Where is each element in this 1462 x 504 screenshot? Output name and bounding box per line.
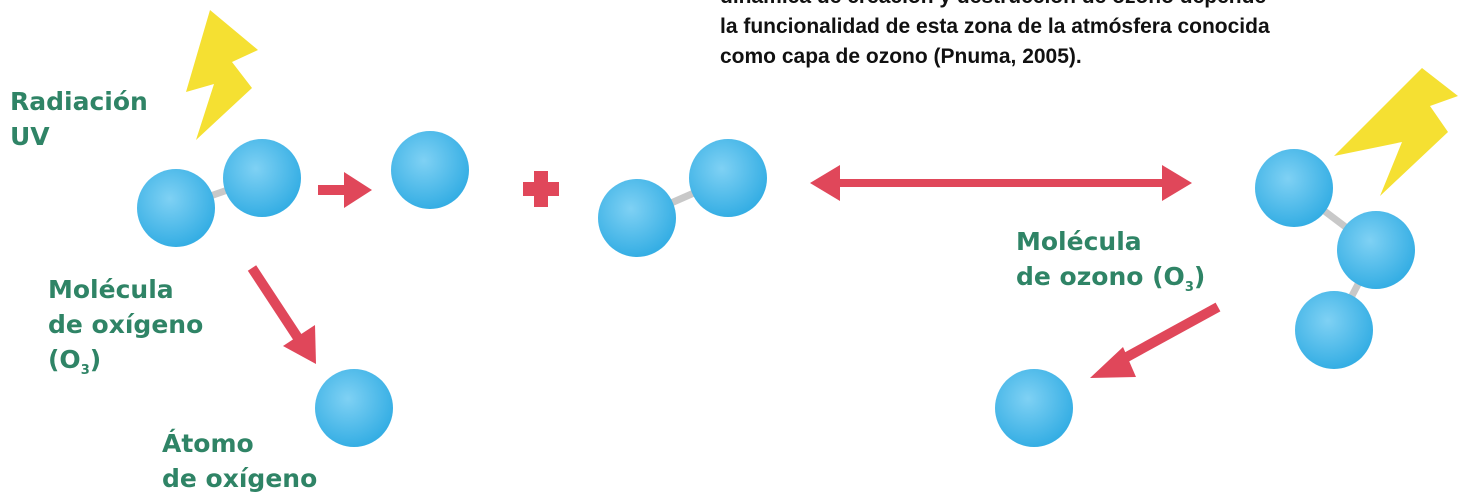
- description-line: dinámica de creación y destrucción de oz…: [720, 0, 1420, 12]
- arrow-icon: [1090, 302, 1221, 378]
- formula: (O3): [48, 345, 102, 378]
- ozone-molecule-label: Molécula de ozono (O3): [1016, 224, 1205, 294]
- label-line: Radiación: [10, 87, 148, 116]
- oxygen-atom: [1295, 291, 1373, 369]
- description-line: la funcionalidad de esta zona de la atmó…: [720, 15, 1270, 38]
- oxygen-atom: [1337, 211, 1415, 289]
- arrow-icon: [318, 172, 372, 208]
- label-line: UV: [10, 122, 50, 151]
- label-line: de oxígeno: [48, 310, 204, 339]
- oxygen-atom: [315, 369, 393, 447]
- label-line: Átomo: [162, 429, 254, 458]
- oxygen-atom-label: Átomo de oxígeno: [162, 426, 317, 496]
- description-line: como capa de ozono (Pnuma, 2005).: [720, 45, 1082, 68]
- arrow-icon: [247, 265, 316, 364]
- formula: de ozono (O3): [1016, 262, 1206, 295]
- oxygen-molecule-label: Molécula de oxígeno (O3): [48, 272, 203, 377]
- oxygen-atom: [598, 179, 676, 257]
- lightning-icon: [1334, 68, 1458, 196]
- oxygen-atom: [391, 131, 469, 209]
- oxygen-atom: [689, 139, 767, 217]
- label-line: Molécula: [48, 275, 174, 304]
- label-line: Molécula: [1016, 227, 1142, 256]
- oxygen-atom: [995, 369, 1073, 447]
- oxygen-atom: [223, 139, 301, 217]
- oxygen-atom: [137, 169, 215, 247]
- label-line: de oxígeno: [162, 464, 318, 493]
- double-arrow-icon: [810, 165, 1192, 201]
- plus-icon: [523, 171, 559, 207]
- lightning-icon: [186, 10, 258, 140]
- uv-radiation-label: Radiación UV: [10, 84, 148, 154]
- oxygen-atom: [1255, 149, 1333, 227]
- description-text: dinámica de creación y destrucción de oz…: [720, 0, 1420, 72]
